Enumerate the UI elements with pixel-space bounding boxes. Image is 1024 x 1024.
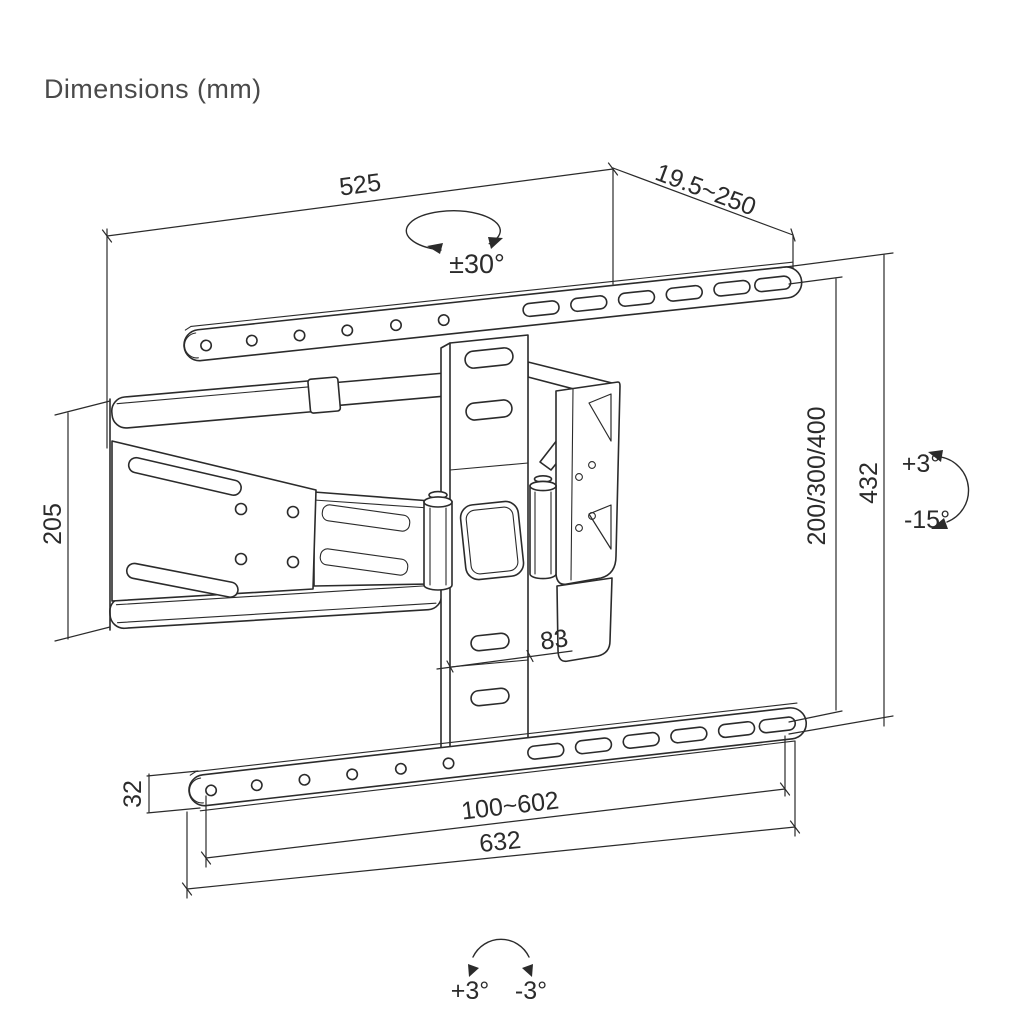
dimension-labels: 525 19.5~250 ±30° 432 200/300/400 +3° -1… xyxy=(39,158,950,1005)
left-hinge xyxy=(423,490,453,591)
tilt-up-label: +3° xyxy=(902,450,941,478)
extension-line xyxy=(788,715,894,735)
arrowheads xyxy=(427,237,948,977)
extension-line xyxy=(54,626,111,642)
tick-marks xyxy=(200,782,791,865)
vesa-vertical-label: 200/300/400 xyxy=(803,406,831,545)
page-title: Dimensions (mm) xyxy=(44,74,262,104)
level-arrow-left-icon xyxy=(468,964,479,977)
tilt-arrow-up-icon xyxy=(928,450,943,462)
extension-line xyxy=(788,276,843,285)
rail-width-label: 632 xyxy=(478,826,522,858)
dim-line-vesa-horizontal xyxy=(205,788,786,859)
dim-line-column-width xyxy=(436,650,573,670)
extension-line xyxy=(788,710,843,723)
center-column xyxy=(440,334,529,762)
rail-thickness-label: 32 xyxy=(119,780,147,808)
level-arc xyxy=(472,938,530,958)
wall-distance-label: 19.5~250 xyxy=(652,158,760,221)
tick-marks xyxy=(101,162,619,243)
swivel-arrow-right-icon xyxy=(488,237,503,249)
column-width-label: 83 xyxy=(538,624,569,656)
mount-drawing xyxy=(109,260,809,812)
wall-plate-height-label: 205 xyxy=(39,503,67,545)
upper-arm xyxy=(110,371,457,429)
extension-line xyxy=(777,252,894,269)
tilt-arrow-down-icon xyxy=(931,518,948,529)
dimension-lines xyxy=(54,162,970,958)
dim-line-rail-width xyxy=(186,826,796,890)
extension-line xyxy=(54,400,111,416)
tilt-arc xyxy=(940,456,970,523)
tick-marks xyxy=(446,649,534,673)
level-arrow-right-icon xyxy=(522,964,533,977)
level-adjust-left-label: +3° xyxy=(451,977,490,1005)
wall-plate xyxy=(109,398,317,631)
tick-marks xyxy=(181,820,801,896)
swivel-arrow-left-icon xyxy=(427,243,443,254)
dim-line-mount-width xyxy=(106,168,614,237)
tilt-down-label: -15° xyxy=(904,506,950,534)
middle-arm xyxy=(313,491,432,587)
extension-line xyxy=(146,770,201,814)
tv-bracket xyxy=(527,361,621,663)
mount-width-label: 525 xyxy=(338,168,383,201)
vesa-horizontal-range-label: 100~602 xyxy=(460,786,561,825)
bracket-height-label: 432 xyxy=(855,462,883,504)
bottom-rail xyxy=(186,701,809,812)
level-adjust-right-label: -3° xyxy=(515,977,547,1005)
swivel-arc xyxy=(405,210,501,251)
swivel-range-label: ±30° xyxy=(449,249,505,279)
right-hinge xyxy=(529,474,557,580)
dim-line-wall-distance xyxy=(612,167,794,236)
